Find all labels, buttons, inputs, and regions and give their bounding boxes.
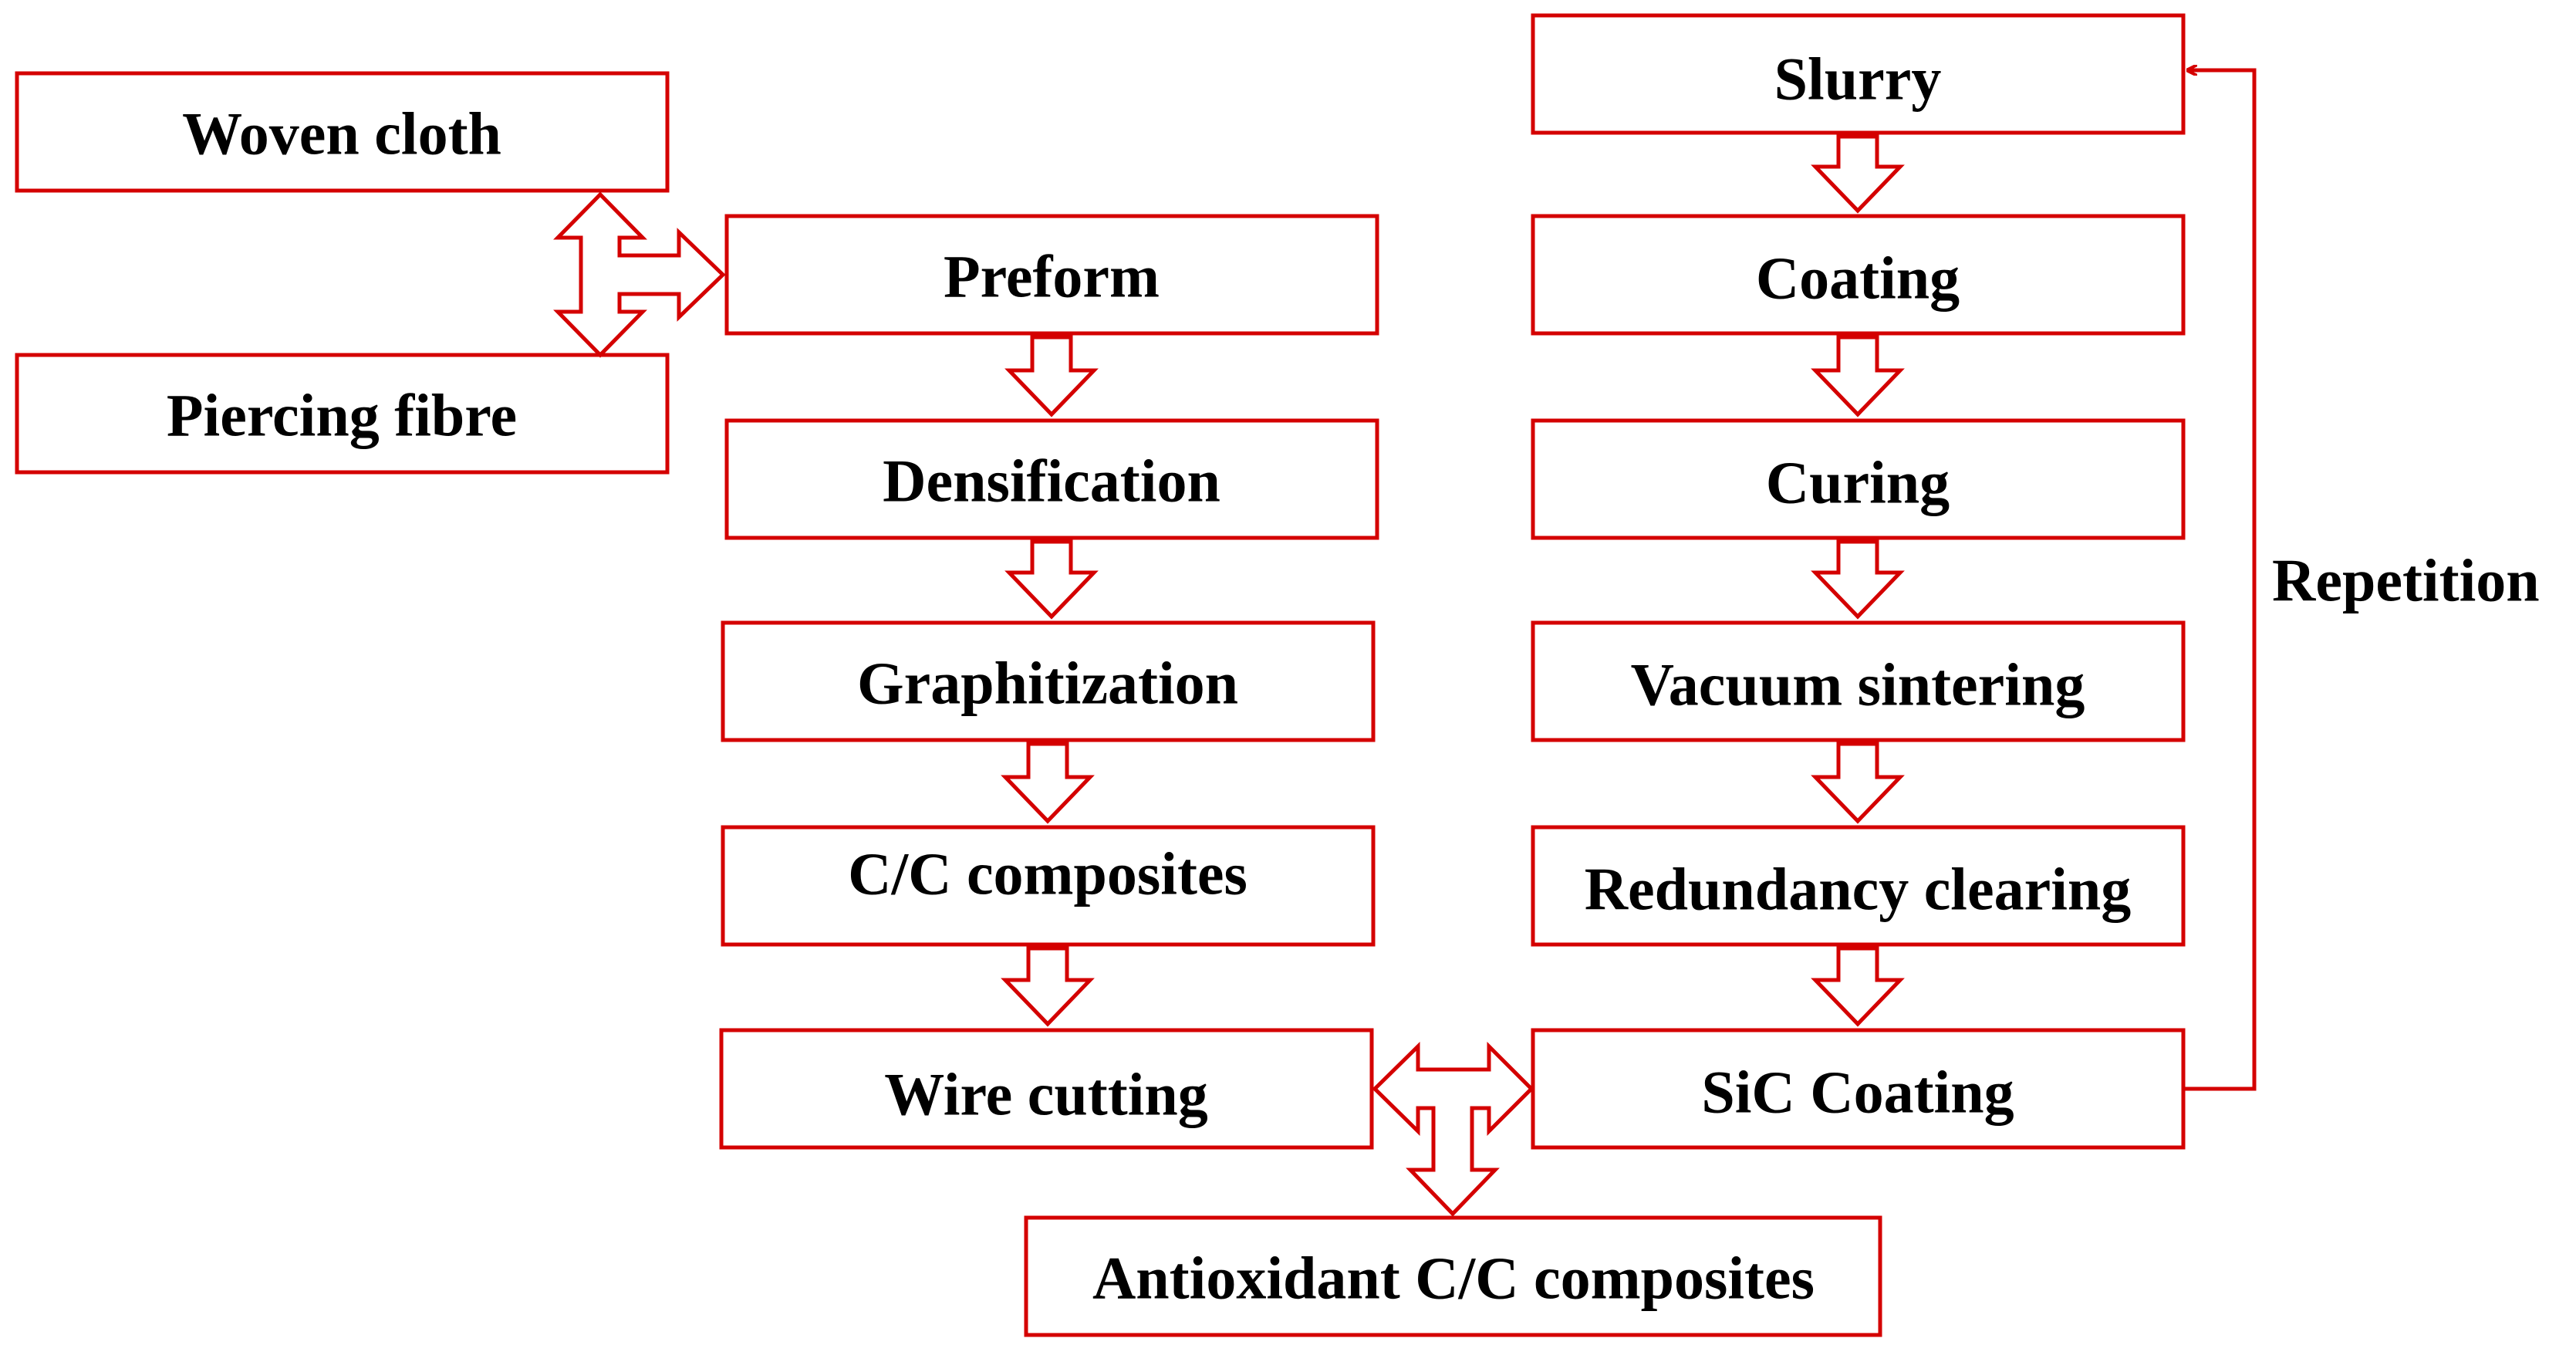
node-redundancy-clearing: Redundancy clearing — [1531, 825, 2186, 947]
node-piercing-fibre: Piercing fibre — [15, 353, 670, 475]
arrow-preform-to-densification — [1004, 335, 1099, 417]
repetition-label: Repetition — [2272, 547, 2540, 614]
node-antioxidant-cc-composites-label: Antioxidant C/C composites — [1092, 1245, 1815, 1312]
node-wire-cutting: Wire cutting — [719, 1028, 1374, 1150]
node-coating: Coating — [1531, 214, 2186, 336]
node-cc-composites: C/C composites — [721, 825, 1376, 947]
node-graphitization-label: Graphitization — [857, 650, 1238, 717]
node-densification: Densification — [724, 418, 1379, 540]
arrow-join-to-antioxidant — [1372, 1041, 1534, 1217]
node-antioxidant-cc-composites: Antioxidant C/C composites — [1024, 1215, 1882, 1337]
arrow-vacuum-sintering-to-redundancy-clearing — [1811, 742, 1905, 824]
node-curing-label: Curing — [1766, 449, 1950, 516]
node-curing: Curing — [1531, 418, 2186, 540]
arrow-graphitization-to-cc-composites — [1001, 742, 1095, 824]
arrow-cc-composites-to-wire-cutting — [1001, 946, 1095, 1027]
arrow-slurry-to-coating — [1811, 134, 1905, 214]
repetition-loop-line — [2183, 70, 2257, 1091]
node-graphitization: Graphitization — [721, 620, 1376, 742]
node-densification-label: Densification — [883, 448, 1220, 515]
node-cc-composites-label: C/C composites — [848, 840, 1247, 907]
node-woven-cloth: Woven cloth — [15, 71, 670, 193]
node-preform-label: Preform — [944, 243, 1160, 310]
node-slurry-label: Slurry — [1774, 46, 1942, 113]
node-piercing-fibre-label: Piercing fibre — [167, 382, 517, 449]
node-redundancy-clearing-label: Redundancy clearing — [1585, 856, 2132, 923]
arrow-inputs-to-preform — [553, 191, 726, 358]
node-wire-cutting-label: Wire cutting — [884, 1061, 1208, 1128]
node-vacuum-sintering: Vacuum sintering — [1531, 620, 2186, 742]
node-coating-label: Coating — [1756, 245, 1960, 312]
node-vacuum-sintering-label: Vacuum sintering — [1631, 651, 2085, 718]
arrow-redundancy-clearing-to-sic-coating — [1811, 946, 1905, 1027]
node-sic-coating-label: SiC Coating — [1701, 1059, 2014, 1126]
arrow-densification-to-graphitization — [1004, 539, 1099, 620]
node-sic-coating: SiC Coating — [1531, 1028, 2186, 1150]
arrow-curing-to-vacuum-sintering — [1811, 539, 1905, 620]
arrow-coating-to-curing — [1811, 335, 1905, 417]
node-preform: Preform — [724, 214, 1379, 336]
node-woven-cloth-label: Woven cloth — [182, 100, 501, 167]
node-slurry: Slurry — [1531, 13, 2186, 135]
